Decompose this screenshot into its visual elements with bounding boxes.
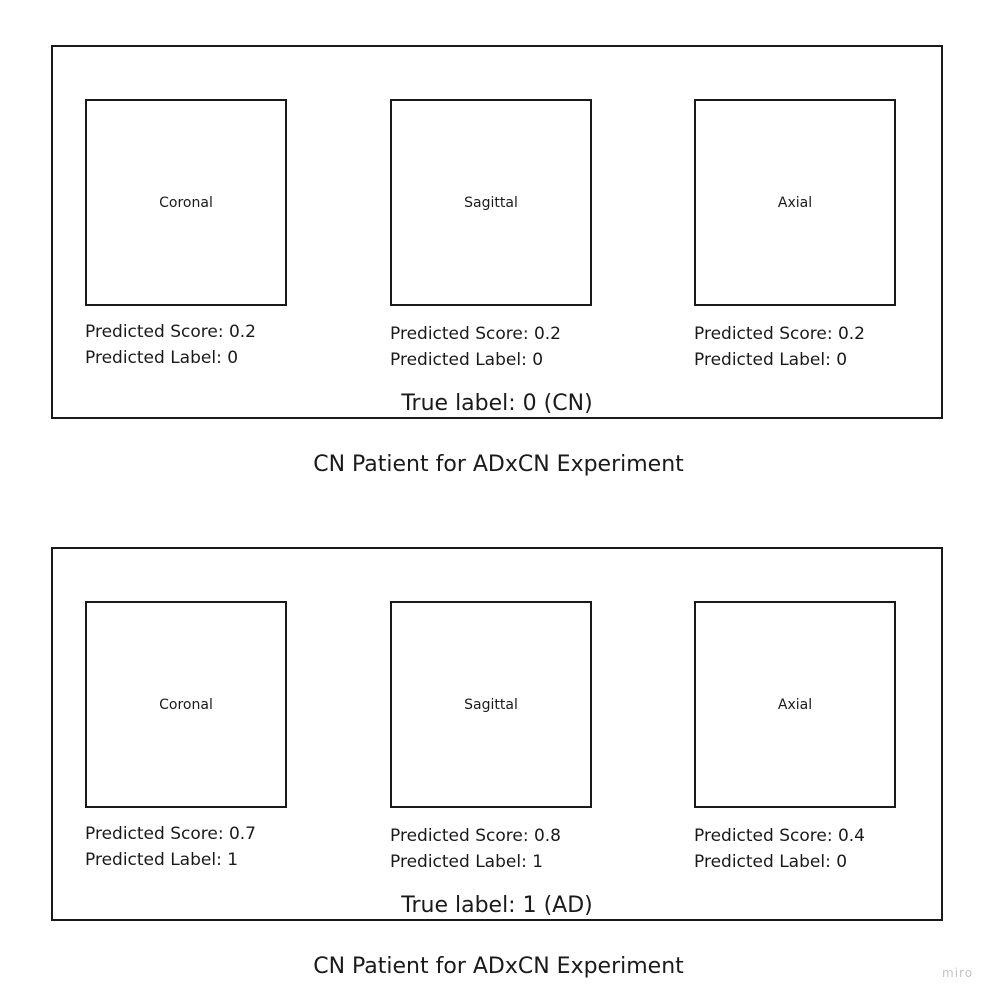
axial-prediction: Predicted Score: 0.4 Predicted Label: 0 (694, 823, 865, 875)
sagittal-prediction: Predicted Score: 0.2 Predicted Label: 0 (390, 321, 561, 373)
experiment-panel-2: Coronal Sagittal Axial Predicted Score: … (51, 547, 943, 921)
true-label: True label: 0 (CN) (401, 391, 593, 416)
miro-watermark: miro (942, 966, 974, 980)
axial-view-box: Axial (694, 601, 896, 808)
coronal-view-box: Coronal (85, 601, 287, 808)
predicted-score: Predicted Score: 0.2 (85, 322, 256, 342)
predicted-label: Predicted Label: 0 (694, 350, 848, 370)
experiment-panel-1: Coronal Sagittal Axial Predicted Score: … (51, 45, 943, 419)
predicted-label: Predicted Label: 1 (390, 852, 544, 872)
sagittal-view-box: Sagittal (390, 601, 592, 808)
view-name: Sagittal (464, 696, 518, 713)
view-name: Sagittal (464, 194, 518, 211)
axial-prediction: Predicted Score: 0.2 Predicted Label: 0 (694, 321, 865, 373)
view-name: Axial (777, 696, 813, 713)
sagittal-prediction: Predicted Score: 0.8 Predicted Label: 1 (390, 823, 561, 875)
coronal-prediction: Predicted Score: 0.7 Predicted Label: 1 (85, 821, 256, 873)
predicted-score: Predicted Score: 0.2 (390, 324, 561, 344)
axial-view-box: Axial (694, 99, 896, 306)
sagittal-view-box: Sagittal (390, 99, 592, 306)
view-name: Coronal (159, 194, 213, 211)
experiment-caption-1: CN Patient for ADxCN Experiment (313, 452, 684, 477)
view-name: Coronal (159, 696, 213, 713)
predicted-score: Predicted Score: 0.8 (390, 826, 561, 846)
true-label: True label: 1 (AD) (401, 893, 593, 918)
predicted-score: Predicted Score: 0.7 (85, 824, 256, 844)
view-name: Axial (777, 194, 813, 211)
coronal-view-box: Coronal (85, 99, 287, 306)
predicted-label: Predicted Label: 0 (390, 350, 544, 370)
predicted-score: Predicted Score: 0.2 (694, 324, 865, 344)
predicted-label: Predicted Label: 1 (85, 850, 239, 870)
experiment-caption-2: CN Patient for ADxCN Experiment (313, 954, 684, 979)
predicted-label: Predicted Label: 0 (85, 348, 239, 368)
coronal-prediction: Predicted Score: 0.2 Predicted Label: 0 (85, 319, 256, 371)
predicted-label: Predicted Label: 0 (694, 852, 848, 872)
predicted-score: Predicted Score: 0.4 (694, 826, 865, 846)
